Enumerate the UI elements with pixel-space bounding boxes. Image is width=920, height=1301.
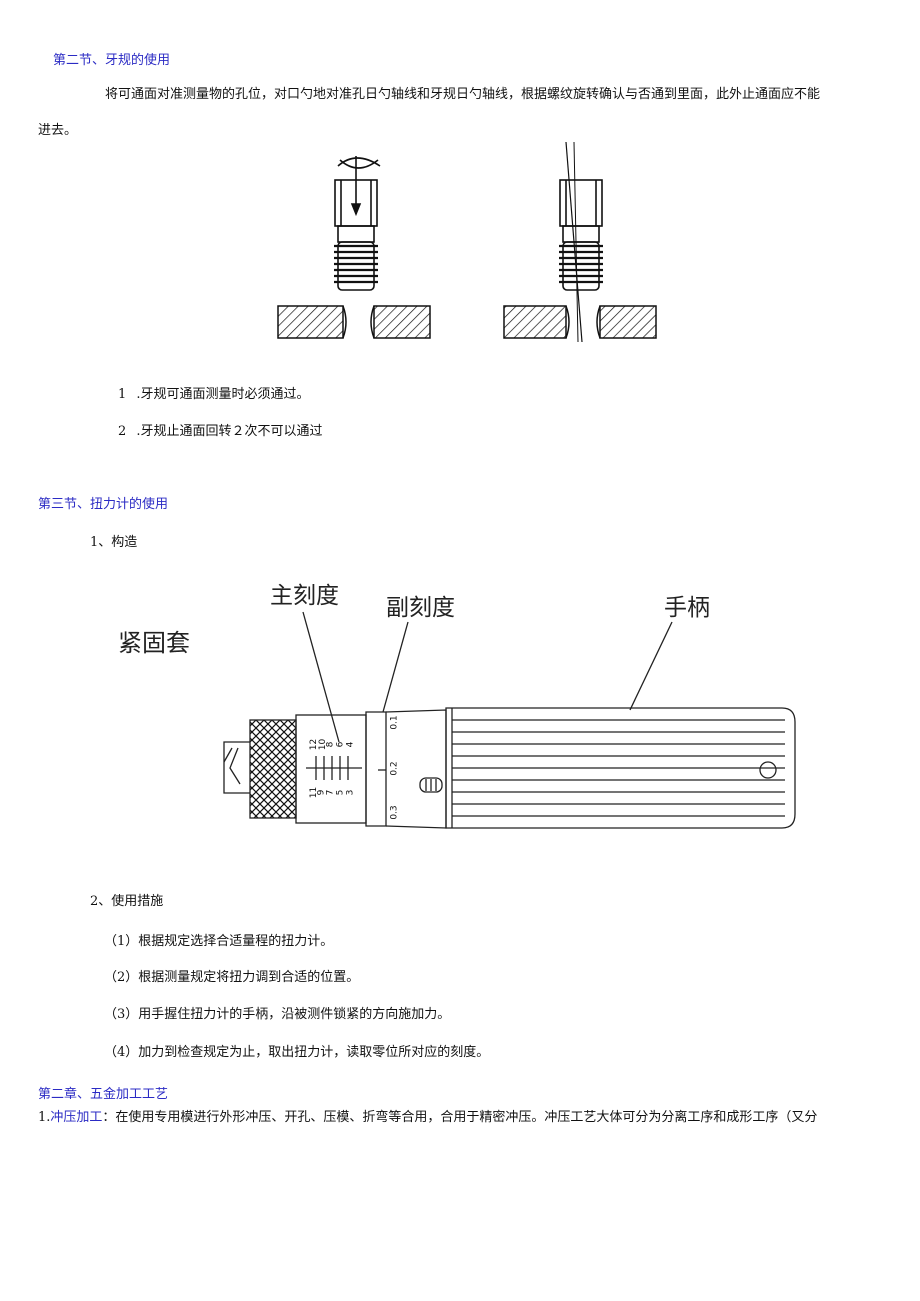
lower-tick-3: 3 (345, 789, 356, 796)
thread-gauge-figure (277, 141, 657, 343)
list-item-2-number: 2 (118, 424, 127, 439)
thimble-mark-0-2: 0.2 (389, 761, 400, 776)
label-lock-sleeve: 紧固套 (118, 629, 190, 657)
thimble-mark-0-1: 0.1 (389, 715, 400, 730)
section3-sub1: 1、构造 (90, 535, 138, 550)
list-item-1-number: 1 (118, 387, 127, 402)
step-1: （1）根据规定选择合适量程的扭力计。 (104, 934, 334, 949)
torque-gauge-diagram (223, 611, 796, 829)
lower-tick-7: 7 (325, 789, 336, 796)
section2-paragraph-line1: 将可通面对准测量物的孔位，对口勺地对准孔日勺轴线和牙规日勺轴线，根据螺纹旋转确认… (105, 87, 821, 102)
chapter2-item-1: 1.冲压加工：在使用专用模进行外形冲压、开孔、压模、折弯等合用，合用于精密冲压。… (38, 1109, 817, 1127)
chapter2-item-term: 冲压加工 (50, 1110, 103, 1125)
section2-paragraph-line2: 进去。 (38, 123, 78, 138)
upper-tick-6: 6 (335, 741, 346, 748)
gauge-go-side (334, 156, 381, 291)
gauge-no-go-side (559, 141, 603, 343)
thimble-mark-0-3: 0.3 (389, 805, 400, 820)
chapter2-item-number: 1. (38, 1110, 51, 1125)
step-2: （2）根据测量规定将扭力调到合适的位置。 (104, 970, 360, 985)
step-4: （4）加力到检查规定为止，取出扭力计，读取零位所对应的刻度。 (104, 1045, 490, 1060)
section3-sub2: 2、使用措施 (90, 894, 164, 909)
label-handle: 手柄 (664, 595, 710, 621)
lower-tick-5: 5 (335, 789, 346, 796)
list-item-2-text: .牙规止通面回转２次不可以通过 (136, 424, 323, 439)
upper-tick-8: 8 (325, 741, 336, 748)
chapter2-item-text: ：在使用专用模进行外形冲压、开孔、压模、折弯等合用，合用于精密冲压。冲压工艺大体… (102, 1110, 818, 1125)
list-item-1: 1 .牙规可通面测量时必须通过。 (118, 386, 310, 404)
section2-heading: 第二节、牙规的使用 (53, 53, 171, 68)
chapter2-heading: 第二章、五金加工工艺 (38, 1087, 169, 1102)
list-item-2: 2 .牙规止通面回转２次不可以通过 (118, 423, 323, 441)
section3-heading: 第三节、扭力计的使用 (38, 497, 169, 512)
upper-tick-4: 4 (345, 741, 356, 748)
step-3: （3）用手握住扭力计的手柄，沿被测件锁紧的方向施加力。 (104, 1007, 451, 1022)
label-main-scale: 主刻度 (270, 583, 339, 609)
label-sub-scale: 副刻度 (386, 595, 455, 621)
list-item-1-text: .牙规可通面测量时必须通过。 (136, 387, 310, 402)
